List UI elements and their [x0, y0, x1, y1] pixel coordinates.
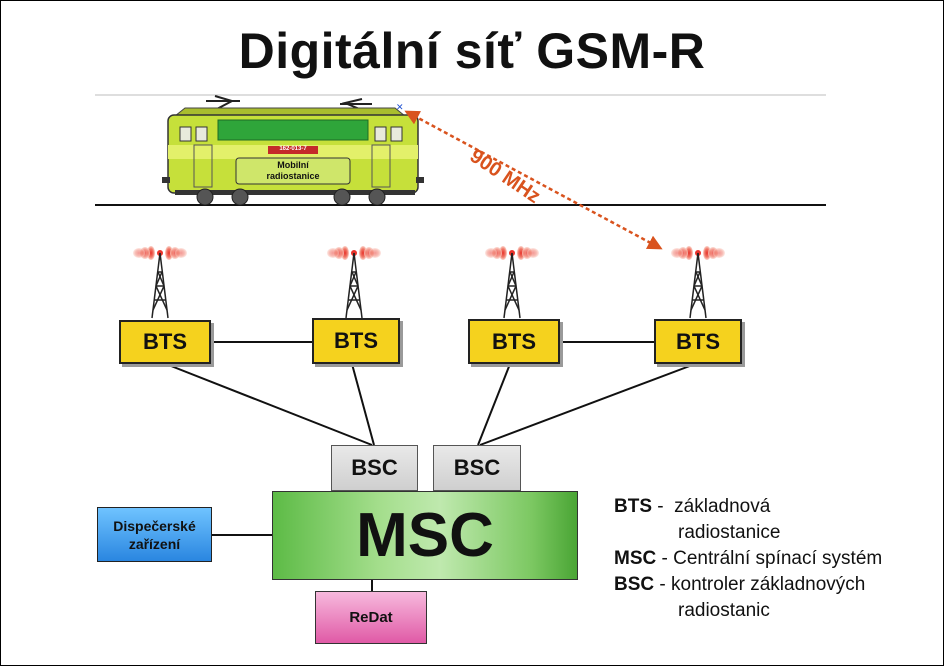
mobile-radio-label: Mobilní radiostanice: [236, 160, 350, 182]
locomotive-number: 162-013-7: [279, 146, 307, 152]
legend-item-bsc-cont: radiostanic: [678, 600, 770, 621]
locomotive: ✕: [162, 95, 424, 206]
mobile-radio-box: [235, 157, 351, 185]
mobile-radio-label-line2: radiostanice: [266, 171, 320, 181]
legend-abbr: BSC: [614, 574, 655, 595]
network-links: [165, 341, 696, 591]
frequency-link-arrow: [404, 110, 663, 250]
bsc-node-2: BSC: [433, 445, 521, 491]
legend-abbr: MSC: [614, 548, 657, 569]
legend: BTS - základnová radiostanice MSC - Cent…: [614, 494, 882, 624]
legend-separator: -: [654, 574, 672, 595]
radio-mast-icon: [133, 246, 187, 319]
bsc-node-1: BSC: [331, 445, 418, 491]
page-title: Digitální síť GSM-R: [238, 23, 706, 79]
train-antenna-icon: ✕: [396, 103, 404, 113]
bts-node-3: BTS: [468, 319, 560, 364]
legend-text: Centrální spínací systém: [673, 548, 883, 569]
legend-item-msc: MSC - Centrální spínací systém: [614, 546, 882, 572]
dispatch-label-line2: zařízení: [128, 535, 181, 552]
legend-item-bsc: BSC - kontroler základnových: [614, 572, 882, 598]
legend-text: základnová: [674, 496, 771, 517]
redat-node: ReDat: [315, 591, 427, 644]
bts-node-1: BTS: [119, 320, 211, 364]
legend-separator: -: [652, 496, 675, 517]
radio-mast-icon: [485, 246, 539, 319]
bts-node-2: BTS: [312, 318, 400, 364]
legend-abbr: BTS: [614, 496, 652, 517]
locomotive-number-plate: [268, 146, 318, 154]
dispatch-node: Dispečerské zařízení: [97, 507, 212, 562]
dispatch-label-line1: Dispečerské: [113, 517, 196, 534]
radio-mast-icon: [671, 246, 725, 319]
legend-item-bts: BTS - základnová: [614, 494, 882, 520]
legend-text: kontroler základnových: [671, 574, 866, 595]
legend-separator: -: [656, 548, 674, 569]
mobile-radio-label-line1: Mobilní: [277, 160, 309, 170]
msc-node: MSC: [272, 491, 578, 580]
bts-node-4: BTS: [654, 319, 742, 364]
legend-item-bts-cont: radiostanice: [678, 522, 781, 543]
radio-mast-icon: [327, 246, 381, 319]
